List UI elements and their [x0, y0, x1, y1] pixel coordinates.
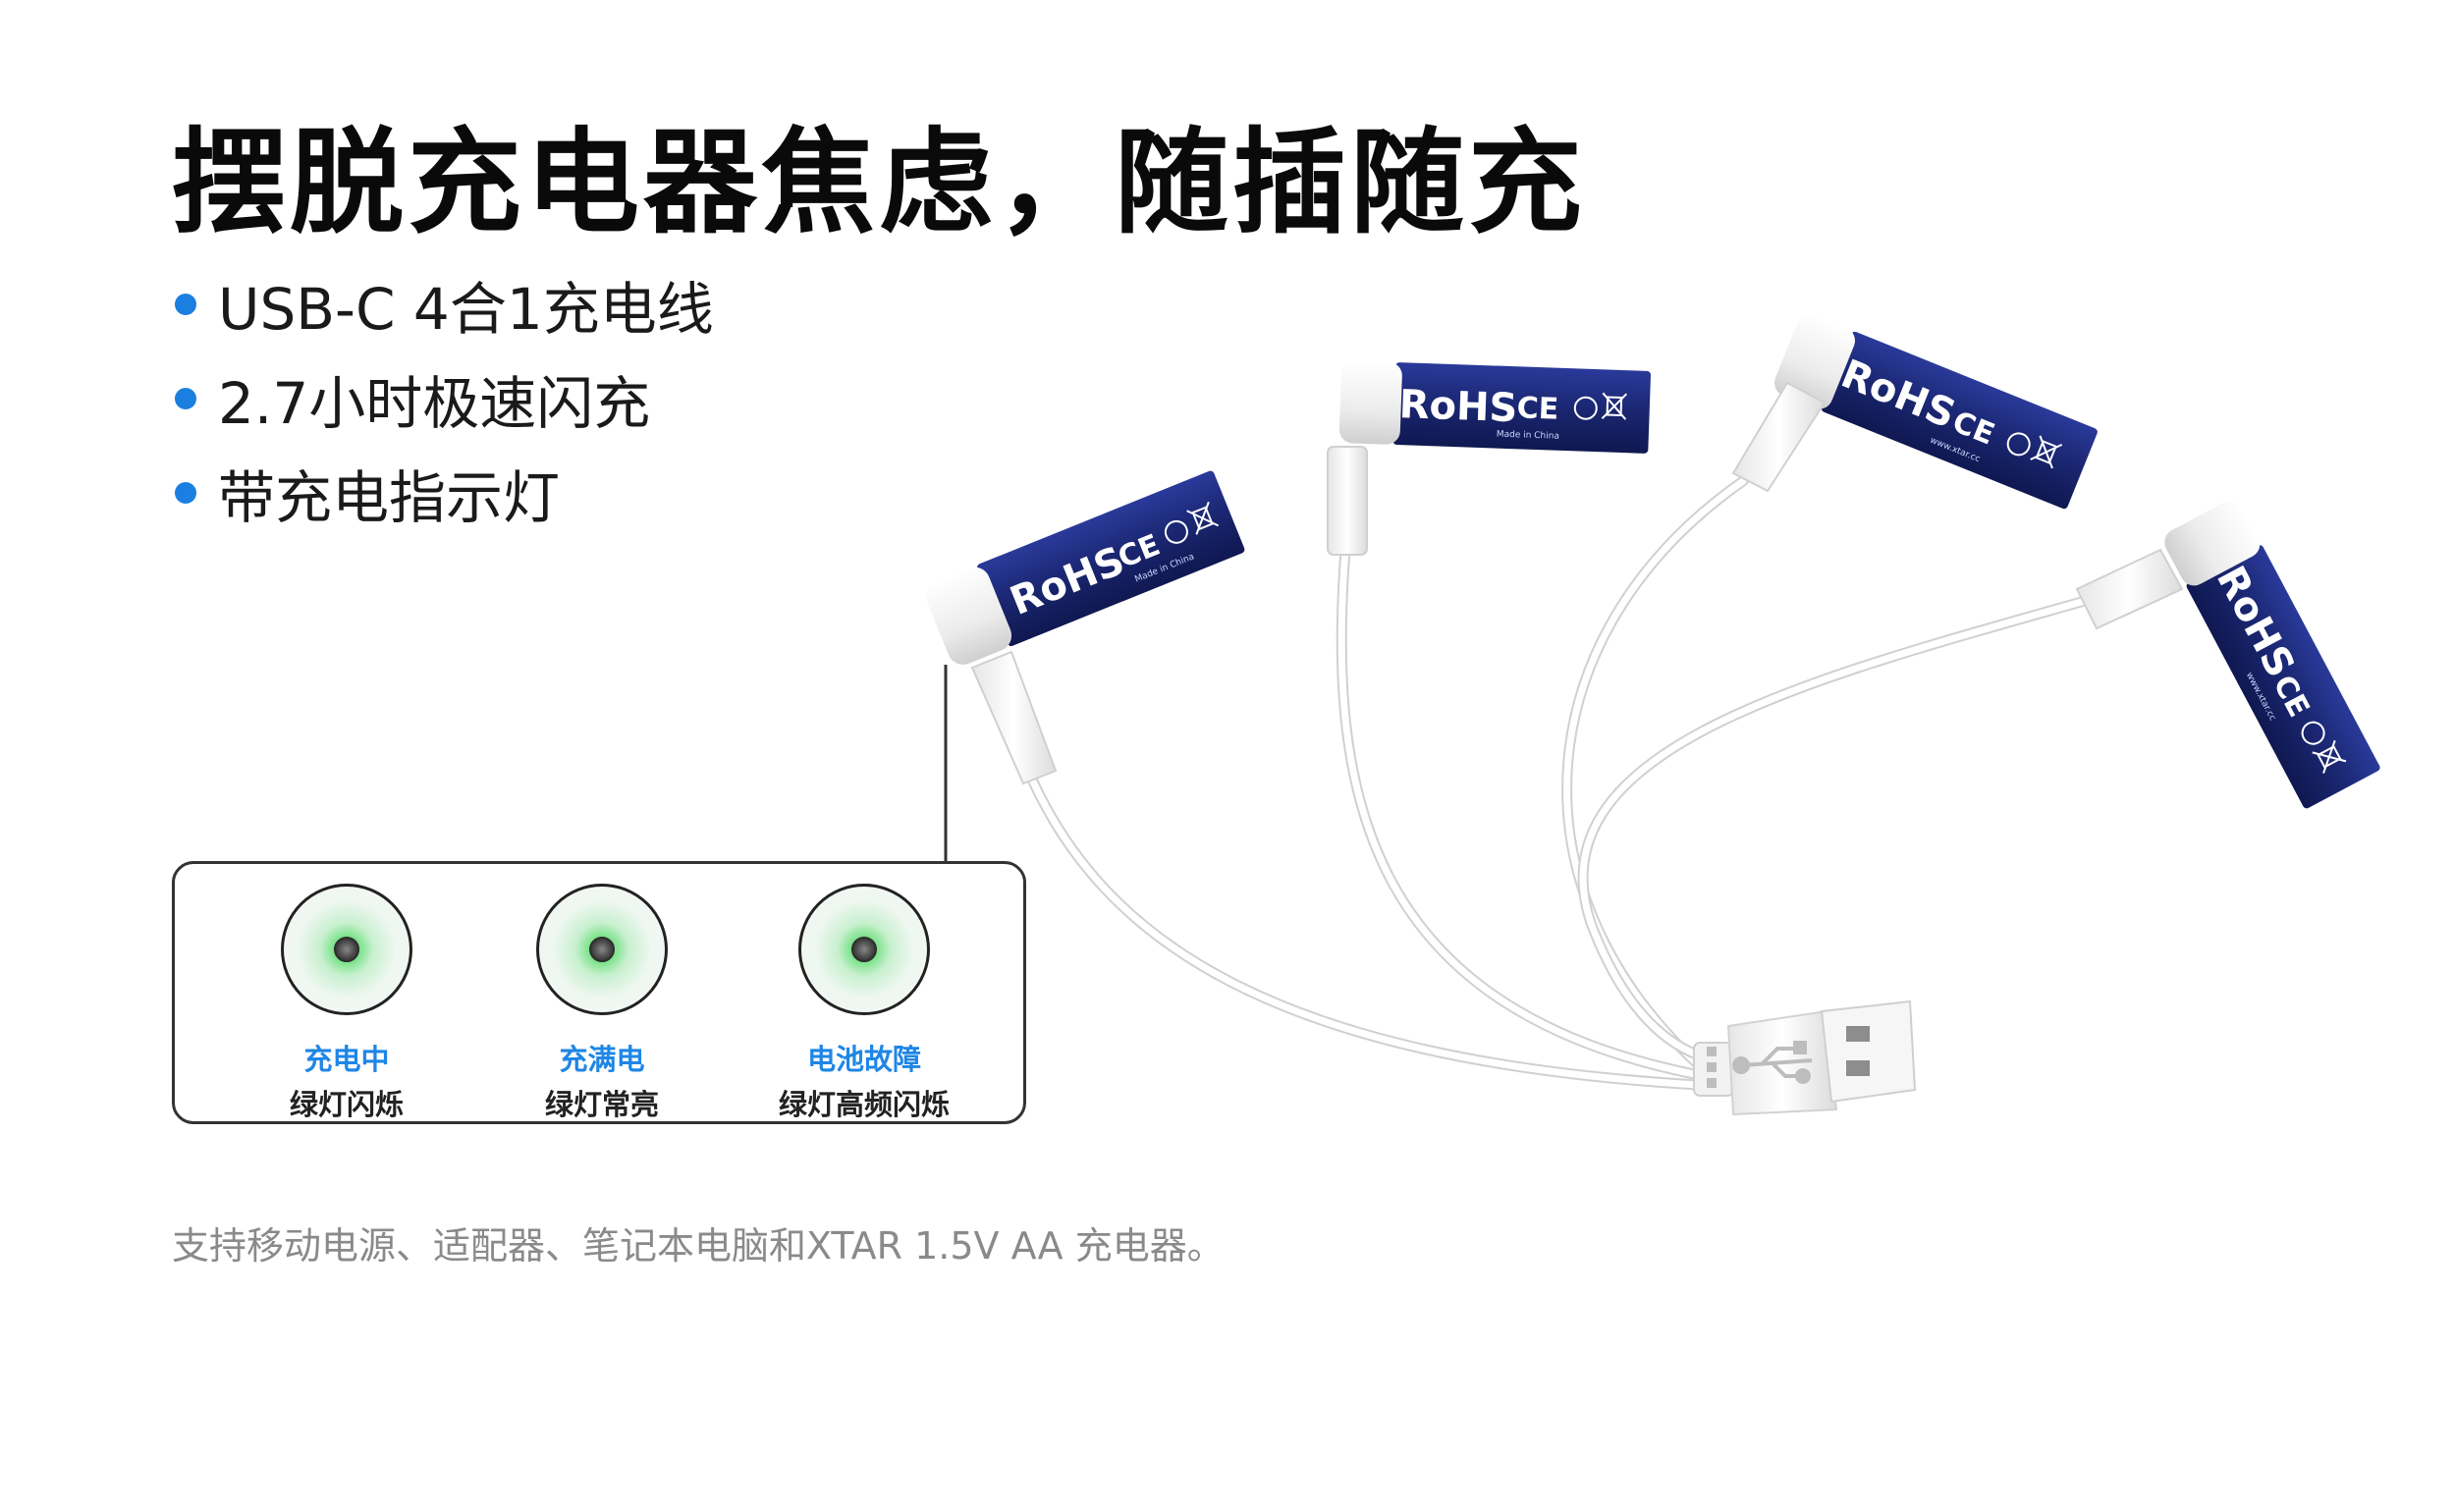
page-title: 摆脱充电器焦虑，随插随充 [172, 117, 1586, 249]
recycle-icon [2301, 721, 2325, 745]
usb-icon [1732, 1041, 1813, 1084]
usb-a-plug [1693, 999, 1917, 1116]
indicator-full: 充满电 绿灯常亮 [474, 884, 730, 1123]
indicator-state: 电池故障 [806, 1043, 921, 1076]
type-c-connector-4 [2075, 548, 2184, 630]
crossed-bin-icon [2030, 435, 2063, 469]
bullet-dot-icon [175, 294, 196, 315]
indicator-desc: 绿灯闪烁 [289, 1088, 404, 1121]
indicator-desc: 绿灯高频闪烁 [778, 1088, 950, 1121]
feature-item: USB-C 4合1充电线 [175, 257, 714, 351]
indicator-charging: 充电中 绿灯闪烁 [219, 884, 474, 1123]
feature-list: USB-C 4合1充电线 2.7小时极速闪充 带充电指示灯 [175, 257, 714, 540]
type-c-connector-1 [970, 650, 1058, 785]
battery-rohs-label: RoHS [1398, 382, 1518, 431]
battery-made-in: Made in China [1133, 552, 1195, 584]
indicator-desc: 绿灯常亮 [544, 1088, 659, 1121]
battery-site: www.xtar.cc [1929, 436, 1982, 465]
cable-wires [1020, 475, 2098, 1091]
battery-site: www.xtar.cc [2244, 671, 2277, 723]
recycle-icon [1164, 519, 1188, 544]
battery-rohs-label: RoHS [2208, 559, 2303, 684]
recycle-icon [2006, 432, 2031, 457]
feature-item: 带充电指示灯 [175, 446, 714, 540]
feature-item: 2.7小时极速闪充 [175, 351, 714, 446]
battery-ce-label: CE [1947, 405, 1999, 452]
bullet-dot-icon [175, 482, 196, 504]
battery-rohs-label: RoHS [1834, 351, 1961, 438]
indicator-state: 充满电 [559, 1043, 645, 1076]
green-led-icon [798, 884, 930, 1015]
recycle-icon [1573, 396, 1598, 420]
crossed-bin-icon [1186, 501, 1220, 535]
compatibility-note: 支持移动电源、适配器、笔记本电脑和XTAR 1.5V AA 充电器。 [172, 1224, 1225, 1268]
indicator-state: 充电中 [303, 1043, 390, 1076]
green-led-icon [281, 884, 412, 1015]
crossed-bin-icon [2312, 739, 2347, 774]
battery-2: RoHS CE Made in China [1338, 360, 1651, 454]
battery-ce-label: CE [1114, 528, 1166, 575]
feature-text: USB-C 4合1充电线 [218, 276, 714, 343]
battery-1: RoHS CE Made in China [925, 470, 1245, 665]
battery-ce-label: CE [1516, 391, 1559, 426]
type-c-connector-3 [1731, 381, 1827, 493]
battery-ce-label: CE [2265, 670, 2316, 723]
battery-4: RoHS CE www.xtar.cc [2164, 501, 2380, 809]
battery-made-in: Made in China [1497, 430, 1559, 442]
battery-3: RoHS CE www.xtar.cc [1773, 314, 2098, 510]
green-led-icon [536, 884, 668, 1015]
indicator-legend-panel: 充电中 绿灯闪烁 充满电 绿灯常亮 电池故障 绿灯高频闪烁 [172, 861, 1026, 1124]
crossed-bin-icon [1601, 392, 1628, 420]
feature-text: 带充电指示灯 [218, 464, 561, 531]
battery-rohs-label: RoHS [1004, 538, 1130, 624]
bullet-dot-icon [175, 388, 196, 409]
feature-text: 2.7小时极速闪充 [218, 370, 651, 437]
type-c-connector-2 [1327, 446, 1368, 556]
indicator-fault: 电池故障 绿灯高频闪烁 [736, 884, 992, 1123]
